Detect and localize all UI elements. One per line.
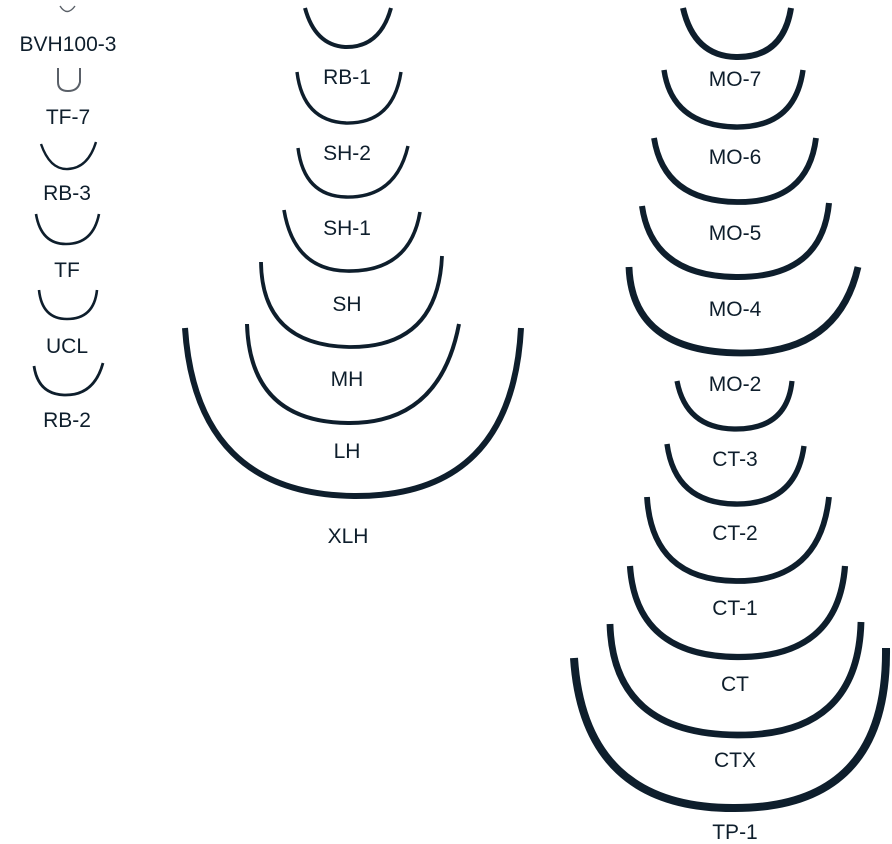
- column-right: MO-7 MO-6 MO-5 MO-4 MO-2 CT-3 CT-2 CT-1 …: [570, 7, 891, 844]
- needle-label-ct: CT: [721, 673, 749, 696]
- needle-arc-ucl: [37, 289, 99, 321]
- column-left: BVH100-3 TF-7 RB-3 TF UCL RB-2: [20, 5, 117, 432]
- needle-label-sh-2: SH-2: [323, 142, 371, 165]
- needle-label-tf-7: TF-7: [46, 106, 90, 129]
- needle-arc-sh-2: [296, 145, 410, 199]
- needle-arc-ctx: [570, 647, 891, 813]
- needle-arc-mo-4: [625, 266, 862, 357]
- needle-label-ctx: CTX: [714, 749, 756, 772]
- needle-arc-lh: [182, 327, 524, 500]
- needle-label-xlh: XLH: [328, 525, 369, 548]
- needle-label-ucl: UCL: [46, 335, 88, 358]
- needle-arc-bvh100-3: [59, 5, 76, 13]
- needle-arc-top-right: [680, 7, 794, 61]
- needle-arc-sh-1: [282, 209, 422, 273]
- needle-label-sh-1: SH-1: [323, 217, 371, 240]
- needle-arc-ct-1: [626, 565, 849, 661]
- needle-label-mo-7: MO-7: [709, 68, 762, 91]
- needle-label-mh: MH: [331, 368, 364, 391]
- needle-label-tf: TF: [54, 259, 80, 282]
- needle-label-rb-1: RB-1: [323, 66, 371, 89]
- needle-label-bvh100-3: BVH100-3: [20, 33, 117, 56]
- needle-label-sh: SH: [332, 293, 361, 316]
- needle-label-lh: LH: [334, 440, 361, 463]
- needle-arc-rb-3: [39, 141, 98, 171]
- column-middle: RB-1 SH-2 SH-1 SH MH LH XLH: [182, 7, 524, 548]
- needle-label-ct-1: CT-1: [712, 597, 758, 620]
- needle-arc-rb-2: [32, 362, 105, 397]
- needle-label-rb-3: RB-3: [43, 182, 91, 205]
- needle-label-mo-6: MO-6: [709, 146, 762, 169]
- needle-label-mo-2: MO-2: [709, 373, 762, 396]
- needle-arc-mo-5: [639, 202, 832, 281]
- needle-label-mo-4: MO-4: [709, 298, 762, 321]
- needle-label-rb-2: RB-2: [43, 409, 91, 432]
- needle-arc-top-middle: [303, 7, 393, 50]
- needle-label-tp-1: TP-1: [712, 821, 758, 844]
- needle-arc-mo-6: [651, 137, 819, 205]
- needle-arc-ct-3: [664, 443, 807, 507]
- needle-arc-mo-2: [674, 380, 795, 432]
- needle-arc-ct-2: [644, 496, 832, 584]
- needle-arc-mh: [245, 323, 461, 426]
- needle-label-ct-2: CT-2: [712, 522, 758, 545]
- needle-arc-tf: [34, 213, 101, 246]
- needle-arc-tf-7: [57, 68, 81, 93]
- needle-arc-rb-1: [295, 71, 403, 125]
- needle-arc-sh: [259, 255, 444, 349]
- needle-arc-mo-7: [661, 69, 806, 130]
- needle-label-mo-5: MO-5: [709, 222, 762, 245]
- needle-arc-ct: [606, 621, 865, 739]
- needle-label-ct-3: CT-3: [712, 448, 758, 471]
